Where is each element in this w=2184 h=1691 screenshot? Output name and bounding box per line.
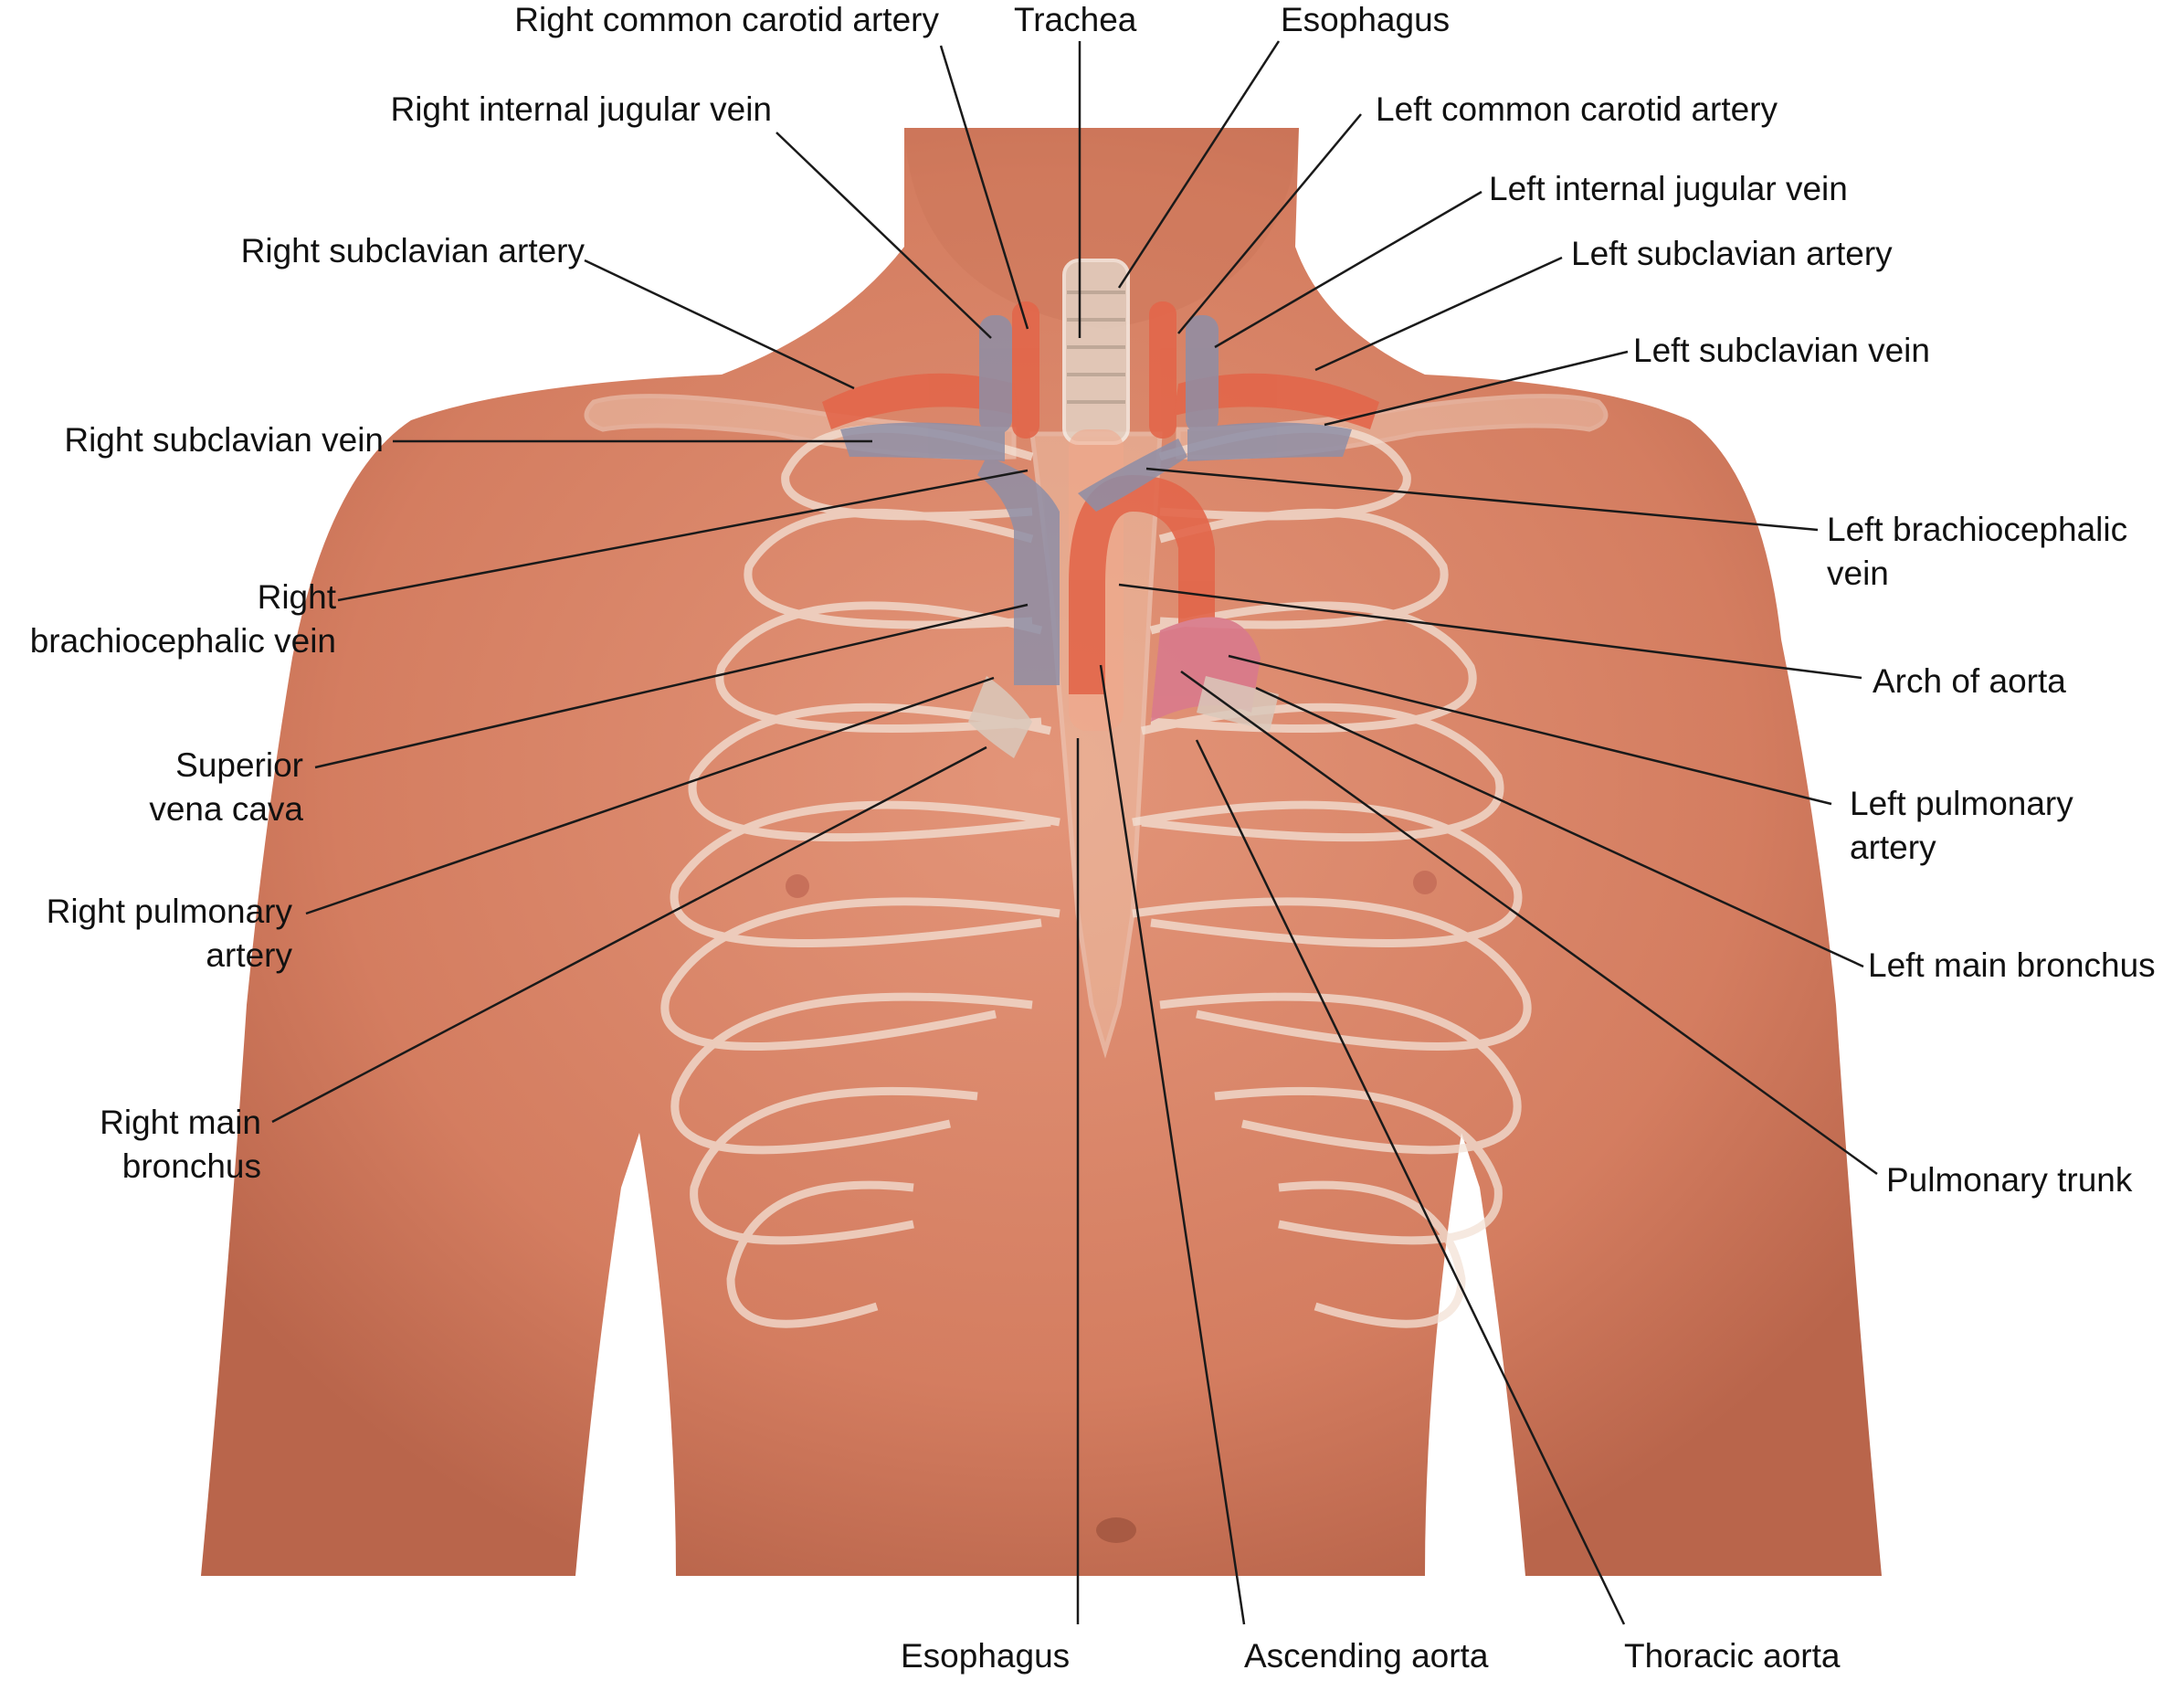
- label-left-internal-jugular-vein: Left internal jugular vein: [1489, 170, 1848, 207]
- torso-skin: [201, 128, 1882, 1576]
- label-left-brachiocephalic-vein: Left brachiocephalic vein: [1827, 511, 2128, 592]
- navel: [1096, 1517, 1136, 1543]
- leader-arch-of-aorta: [1118, 583, 1862, 680]
- trachea-structure: [1062, 259, 1130, 445]
- label-pulmonary-trunk: Pulmonary trunk: [1886, 1161, 2133, 1199]
- leader-superior-vena-cava: [314, 603, 1029, 769]
- leader-lines: [271, 40, 1878, 1625]
- label-superior-vena-cava: Superior vena cava: [149, 746, 303, 828]
- leader-thoracic-aorta: [1195, 739, 1626, 1625]
- leader-right-internal-jugular-vein: [775, 132, 992, 339]
- leader-left-main-bronchus: [1255, 686, 1864, 968]
- right-ribs: [660, 424, 1060, 1328]
- leader-left-pulmonary-artery: [1228, 654, 1832, 806]
- label-esophagus-bottom: Esophagus: [901, 1637, 1071, 1675]
- label-left-common-carotid-artery: Left common carotid artery: [1376, 90, 1778, 128]
- label-left-subclavian-vein: Left subclavian vein: [1633, 332, 1930, 369]
- leader-left-internal-jugular-vein: [1214, 190, 1482, 349]
- label-trachea: Trachea: [1014, 1, 1137, 38]
- label-right-subclavian-artery: Right subclavian artery: [240, 232, 585, 270]
- label-right-pulmonary-artery: Right pulmonary artery: [46, 893, 292, 974]
- label-right-internal-jugular-vein: Right internal jugular vein: [390, 90, 772, 128]
- label-left-pulmonary-artery: Left pulmonary artery: [1850, 785, 2073, 866]
- label-right-main-bronchus: Right main bronchus: [100, 1104, 261, 1185]
- leader-right-common-carotid-artery: [939, 45, 1029, 330]
- leader-right-main-bronchus: [271, 745, 987, 1124]
- label-arch-of-aorta: Arch of aorta: [1873, 662, 2066, 700]
- right-nipple: [786, 874, 809, 898]
- leader-left-subclavian-artery: [1314, 256, 1563, 372]
- leader-left-brachiocephalic-vein: [1145, 467, 1819, 532]
- leader-pulmonary-trunk: [1180, 670, 1878, 1176]
- leader-left-subclavian-vein: [1324, 350, 1629, 427]
- leader-right-subclavian-artery: [584, 259, 855, 390]
- label-esophagus-top: Esophagus: [1281, 1, 1451, 38]
- leader-right-brachiocephalic-vein: [337, 469, 1029, 602]
- label-right-subclavian-vein: Right subclavian vein: [64, 421, 384, 459]
- veins: [840, 315, 1352, 685]
- label-left-main-bronchus: Left main bronchus: [1868, 946, 2156, 984]
- label-right-common-carotid-artery: Right common carotid artery: [514, 1, 939, 38]
- leader-ascending-aorta: [1099, 664, 1246, 1625]
- leader-left-common-carotid-artery: [1177, 113, 1362, 334]
- left-nipple: [1413, 871, 1437, 894]
- leader-esophagus-top: [1117, 40, 1281, 289]
- label-ascending-aorta: Ascending aorta: [1244, 1637, 1489, 1675]
- label-left-subclavian-artery: Left subclavian artery: [1571, 235, 1893, 272]
- label-thoracic-aorta: Thoracic aorta: [1624, 1637, 1841, 1675]
- leader-right-pulmonary-artery: [305, 676, 995, 915]
- label-right-brachiocephalic-vein: Right brachiocephalic vein: [29, 578, 336, 660]
